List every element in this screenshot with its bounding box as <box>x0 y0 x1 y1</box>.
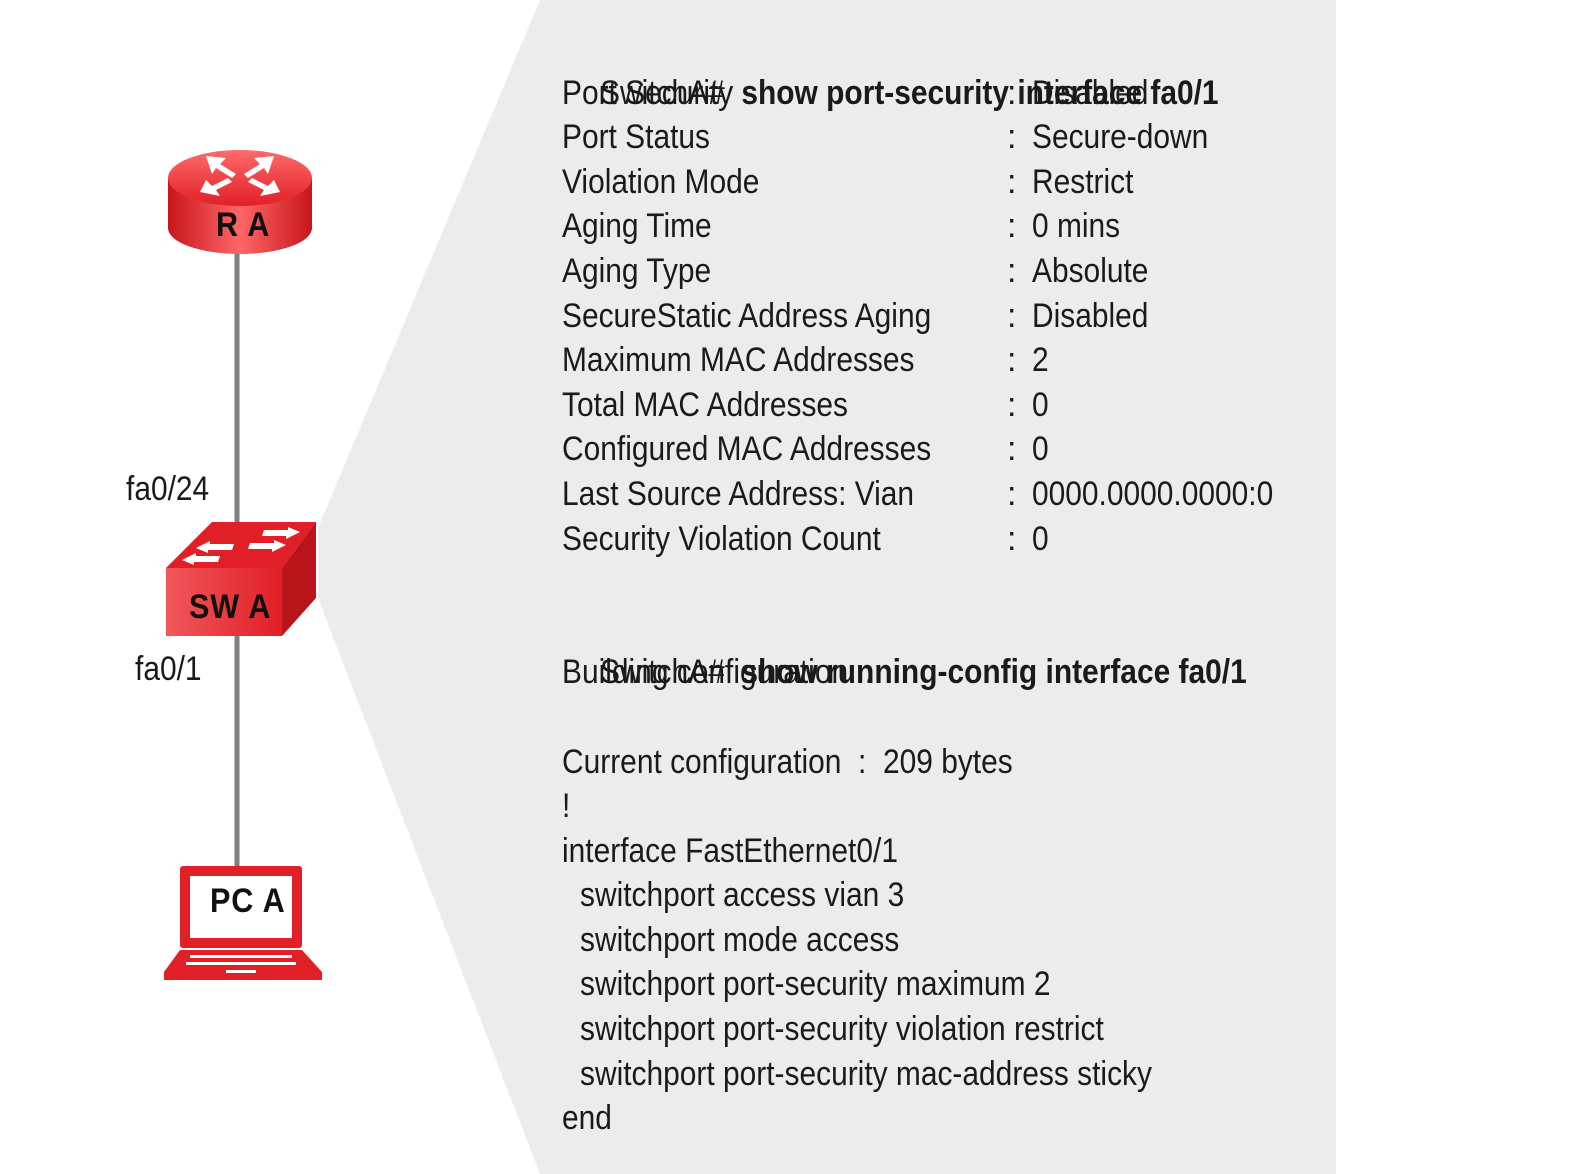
row-colon: : <box>1007 207 1017 246</box>
row-value: 0 <box>1032 385 1049 424</box>
switch-icon <box>166 522 316 636</box>
cli-command-line: SwitchA# show port-security interface fa… <box>562 26 1335 112</box>
row-colon: : <box>1007 519 1017 558</box>
port-security-row: Aging Type: Absolute <box>562 249 1335 294</box>
port-security-row: Violation Mode: Restrict <box>562 160 1335 205</box>
row-value: Restrict <box>1032 162 1134 201</box>
row-key: SecureStatic Address Aging <box>562 296 932 335</box>
router-icon <box>168 150 312 254</box>
port-security-row: Last Source Address: Vian:0000.0000.0000… <box>562 472 1335 517</box>
row-colon: : <box>1007 430 1017 469</box>
cli-command: show running-config interface fa0/1 <box>741 653 1247 692</box>
row-colon: : <box>1007 251 1017 290</box>
interface-line: interface FastEthernet0/1 <box>562 831 898 870</box>
config-line: switchport mode access <box>580 920 900 959</box>
row-colon: : <box>1007 73 1017 112</box>
row-value: 0 mins <box>1032 207 1121 246</box>
config-line: switchport port-security violation restr… <box>580 1010 1104 1049</box>
port-security-row: Configured MAC Addresses:0 <box>562 427 1335 472</box>
port-security-row: Security Violation Count:0 <box>562 517 1335 562</box>
row-key: Security Violation Count <box>562 519 881 558</box>
cli-panel <box>318 0 1336 1174</box>
port-security-row: Aging Time:0 mins <box>562 204 1335 249</box>
row-value: 0000.0000.0000:0 <box>1032 474 1274 513</box>
config-line: switchport access vian 3 <box>580 876 905 915</box>
port-security-row: Port Status: Secure-down <box>562 115 1335 160</box>
row-key: Total MAC Addresses <box>562 385 849 424</box>
end-line: end <box>562 1099 612 1138</box>
row-value: 2 <box>1032 341 1049 380</box>
blank-line <box>562 561 1335 606</box>
cli-prompt: SwitchA# <box>599 73 725 112</box>
row-key: Port Status <box>562 118 711 157</box>
cli-prompt: SwitchA# <box>599 653 725 692</box>
router-label: R A <box>216 206 271 244</box>
row-colon: : <box>1007 118 1017 157</box>
blank-line <box>562 695 1335 740</box>
cli-output: SwitchA# show port-security interface fa… <box>562 26 1335 1141</box>
current-config-line: Current configuration : 209 bytes <box>562 742 1013 781</box>
row-key: Configured MAC Addresses <box>562 430 932 469</box>
row-value: Absolute <box>1032 251 1149 290</box>
config-lines: switchport access vian 3 switchport mode … <box>562 873 1335 1096</box>
row-value: Disabled <box>1032 73 1149 112</box>
row-colon: : <box>1007 474 1017 513</box>
port-security-row: Maximum MAC Addresses:2 <box>562 338 1335 383</box>
row-value: Secure-down <box>1032 118 1209 157</box>
cli-command: show port-security interface fa0/1 <box>741 73 1219 112</box>
building-line: Building configuration... <box>562 653 874 692</box>
row-key: Port Security <box>562 73 734 112</box>
row-value: 0 <box>1032 519 1049 558</box>
switch-label: SW A <box>189 588 272 626</box>
port-label-fa0-1: fa0/1 <box>135 650 202 688</box>
pc-label: PC A <box>210 882 286 920</box>
config-line: switchport port-security mac-address sti… <box>580 1054 1152 1093</box>
row-key: Last Source Address: Vian <box>562 474 915 513</box>
row-colon: : <box>1007 385 1017 424</box>
laptop-icon <box>164 866 322 980</box>
port-security-row: SecureStatic Address Aging: Disabled <box>562 294 1335 339</box>
row-value: Disabled <box>1032 296 1149 335</box>
row-key: Maximum MAC Addresses <box>562 341 915 380</box>
row-colon: : <box>1007 162 1017 201</box>
bang-line: ! <box>562 787 571 826</box>
row-key: Violation Mode <box>562 162 760 201</box>
row-key: Aging Time <box>562 207 712 246</box>
config-line: switchport port-security maximum 2 <box>580 965 1051 1004</box>
port-security-row: Port Security: Disabled <box>562 71 1335 116</box>
port-security-row: Total MAC Addresses:0 <box>562 383 1335 428</box>
cli-command-line: SwitchA# show running-config interface f… <box>562 606 1335 691</box>
row-value: 0 <box>1032 430 1049 469</box>
row-key: Aging Type <box>562 251 712 290</box>
port-label-fa0-24: fa0/24 <box>126 470 210 508</box>
row-colon: : <box>1007 296 1017 335</box>
row-colon: : <box>1007 341 1017 380</box>
